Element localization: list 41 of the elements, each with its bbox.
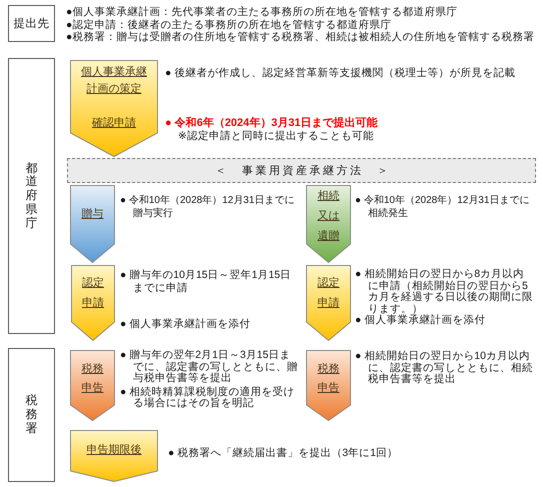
step-label: 税務申告 [82, 362, 104, 396]
process-step [70, 350, 115, 421]
note-text: ● 令和10年（2028年）12月31日までに贈与実行 [120, 194, 296, 220]
step-label: 個人事業承継計画の策定 [81, 65, 147, 97]
step-label: 認定申請 [82, 276, 104, 311]
category-box [8, 58, 55, 334]
step-label: 確認申請 [92, 116, 136, 131]
process-step [70, 430, 158, 482]
note-text: ● 税務署へ「継続届出書」を提出（3年に1回） [168, 447, 398, 460]
category-label: 提出先 [14, 16, 50, 30]
note-text: ● 個人事業承継計画を添付 [355, 315, 486, 326]
category-label: 税務署 [26, 394, 38, 436]
step-label: 贈与 [82, 207, 104, 222]
section-heading: ＜ 事業用資産承継方法 ＞ [214, 164, 390, 178]
process-step [70, 60, 158, 157]
submission-note: ●認定申請：後継者の主たる事務所の所在地を管轄する都道府県庁 [66, 18, 392, 31]
category-box [8, 348, 55, 482]
note-text: ● 令和10年（2028年）12月31日までに相続発生 [355, 194, 530, 220]
note-text: ● 個人事業承継計画を添付 [120, 318, 250, 331]
note-text: ※認定申請と同時に提出することも可能 [177, 130, 374, 143]
note-text: ● 相続開始日の翌日から8カ月以内に申請（相続開始日の翌日から5カ月を経過する日以後の期間に限ります。） [355, 269, 534, 314]
note-text: ● 後継者が作成し、認定経営革新等支援機関（税理士等）が所見を記載 [165, 67, 516, 80]
deadline-note: ● 令和6年（2024年）3月31日まで提出可能 [165, 117, 378, 130]
step-label: 申告期限後 [86, 442, 142, 458]
step-label: 相続又は遺贈 [318, 189, 340, 244]
process-step [306, 185, 351, 263]
process-step [306, 265, 351, 341]
note-text: ● 相続時精算課税制度の適用を受ける場合にはその旨を明記 [120, 386, 296, 410]
process-step [306, 350, 351, 421]
section-banner [67, 158, 536, 183]
note-text: ● 贈与年の10月15日～翌年1月15日までに申請 [120, 269, 292, 295]
note-text: ● 贈与年の翌年2月1日～3月15日までに、認定書の写しとともに、贈与税申告書等を提出 [120, 350, 298, 384]
process-step [70, 185, 115, 263]
process-step [71, 265, 115, 341]
submission-note: ●税務署：贈与は受贈者の住所地を管轄する税務署、相続は被相続人の住所地を管轄する税務署 [66, 31, 534, 44]
step-label: 税務申告 [318, 362, 340, 396]
note-text: ● 相続開始日の翌日から10カ月以内に、認定書の写しとともに、相続税申告書等を提出 [355, 351, 534, 386]
category-label: 都道府県庁 [26, 162, 38, 230]
submission-note: ●個人事業承継計画：先代事業者の主たる事務所の所在地を管轄する都道府県庁 [66, 6, 458, 18]
step-label: 認定申請 [318, 276, 340, 311]
category-box [8, 5, 55, 42]
